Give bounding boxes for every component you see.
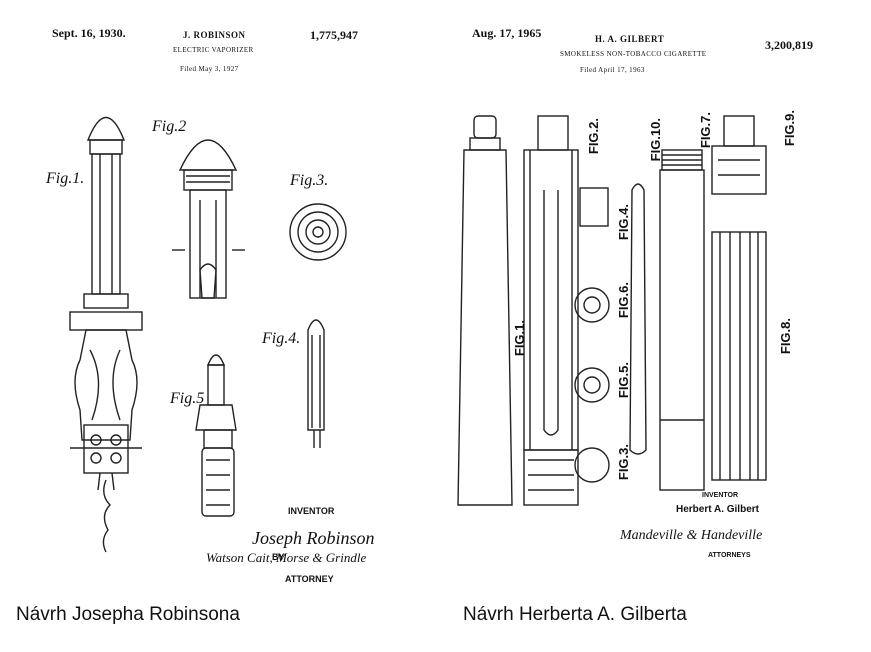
right-caption: Návrh Herberta A. Gilberta bbox=[463, 604, 687, 625]
figure-label-2: Fig.2 bbox=[152, 118, 187, 135]
patent-date: Sept. 16, 1930. bbox=[52, 26, 126, 40]
figure-label-5: FIG.5. bbox=[616, 362, 631, 399]
figure-label-3: Fig.3. bbox=[290, 172, 329, 189]
patent-title: SMOKELESS NON-TOBACCO CIGARETTE bbox=[560, 50, 707, 58]
patent-number: 3,200,819 bbox=[765, 38, 813, 52]
figure-label-4: FIG.4. bbox=[616, 204, 631, 241]
figure-label-6: FIG.6. bbox=[616, 282, 631, 319]
left-caption: Návrh Josepha Robinsona bbox=[16, 604, 240, 625]
gilbert-drawing-lines bbox=[457, 115, 767, 506]
figure-label-8: FIG.8. bbox=[778, 318, 793, 355]
attorney-signature: Mandeville & Handeville bbox=[620, 528, 763, 543]
robinson-patent-drawing: Sept. 16, 1930. J. ROBINSON 1,775,947 EL… bbox=[0, 0, 420, 590]
robinson-drawing-lines bbox=[69, 117, 347, 553]
gilbert-patent-drawing: Aug. 17, 1965 H. A. GILBERT 3,200,819 SM… bbox=[440, 0, 871, 590]
attorney-label: ATTORNEY bbox=[285, 574, 334, 584]
figure-label-5: Fig.5 bbox=[170, 390, 205, 407]
patent-date: Aug. 17, 1965 bbox=[472, 26, 542, 40]
inventor-label: INVENTOR bbox=[288, 506, 335, 516]
figure-label-9: FIG.9. bbox=[782, 110, 797, 147]
figure-label-7: FIG.7. bbox=[698, 112, 713, 149]
figure-label-1: FIG.1. bbox=[512, 320, 527, 357]
by-label: BY bbox=[272, 552, 285, 562]
patent-filed: Filed April 17, 1963 bbox=[580, 66, 645, 74]
figure-label-4: Fig.4. bbox=[262, 330, 301, 347]
patent-number: 1,775,947 bbox=[310, 28, 358, 42]
attorneys-label: ATTORNEYS bbox=[708, 552, 751, 559]
figure-label-1: Fig.1. bbox=[46, 170, 85, 187]
patent-inventor-header: H. A. GILBERT bbox=[595, 34, 665, 44]
attorney-signature: Watson Cait, Morse & Grindle bbox=[206, 550, 367, 565]
inventor-signature: Joseph Robinson bbox=[252, 528, 375, 548]
patent-title: ELECTRIC VAPORIZER bbox=[173, 46, 254, 54]
patent-inventor-header: J. ROBINSON bbox=[183, 30, 246, 40]
figure-label-3: FIG.3. bbox=[616, 444, 631, 481]
inventor-label: INVENTOR bbox=[702, 492, 739, 499]
patent-filed: Filed May 3, 1927 bbox=[180, 65, 239, 73]
figure-label-2: FIG.2. bbox=[586, 118, 601, 155]
figure-label-10: FIG.10. bbox=[648, 118, 663, 162]
inventor-name: Herbert A. Gilbert bbox=[676, 504, 759, 515]
